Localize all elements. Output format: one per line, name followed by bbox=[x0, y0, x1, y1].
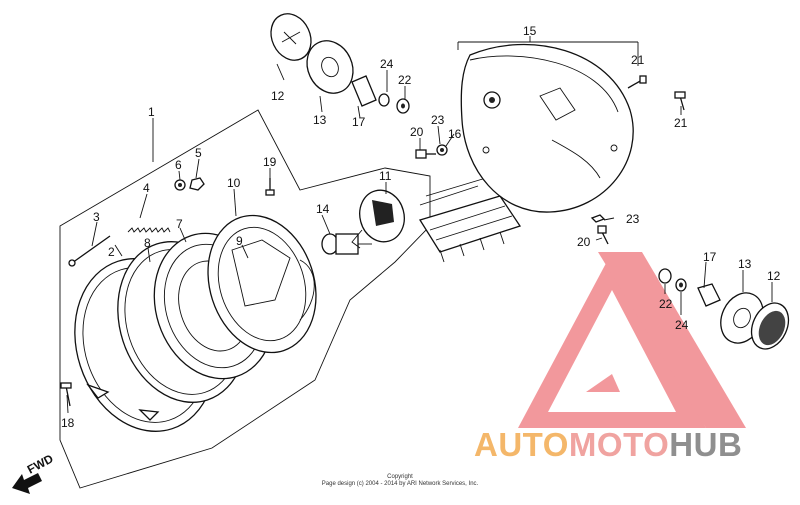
part-label-2: 2 bbox=[108, 245, 115, 259]
part-label-16: 16 bbox=[448, 127, 462, 141]
washer-24-left bbox=[378, 93, 390, 107]
part-label-13-right: 13 bbox=[738, 257, 752, 271]
part-labels: 1 2 3 4 5 6 7 8 9 10 11 12 13 14 15 16 1… bbox=[61, 24, 781, 430]
part-label-21-upper: 21 bbox=[631, 53, 645, 67]
bulb-socket-11 bbox=[351, 189, 405, 249]
bolt-19 bbox=[265, 178, 275, 196]
part-label-20-right: 20 bbox=[577, 235, 591, 249]
headlight-shell bbox=[460, 43, 634, 213]
part-label-6: 6 bbox=[175, 158, 182, 172]
washer-24-right bbox=[675, 278, 687, 292]
watermark-logo-icon bbox=[518, 252, 746, 428]
wire-connector-block bbox=[418, 177, 522, 263]
part-label-3: 3 bbox=[93, 210, 100, 224]
nut-23-left bbox=[436, 144, 448, 156]
part-label-22-right: 22 bbox=[659, 297, 673, 311]
part-label-9: 9 bbox=[236, 234, 243, 248]
part-label-11: 11 bbox=[379, 169, 392, 183]
part-label-1: 1 bbox=[148, 105, 155, 119]
bolt-21-lower bbox=[674, 91, 686, 111]
copyright-line-1: Copyright bbox=[387, 474, 413, 480]
part-label-10: 10 bbox=[227, 176, 241, 190]
part-label-12-left: 12 bbox=[271, 89, 285, 103]
part-label-7: 7 bbox=[176, 217, 183, 231]
part-label-23-left: 23 bbox=[431, 113, 445, 127]
brand-hub: HUB bbox=[669, 426, 743, 463]
part-label-21-lower: 21 bbox=[674, 116, 688, 130]
part-label-15: 15 bbox=[523, 24, 537, 38]
part-label-8: 8 bbox=[144, 236, 151, 250]
bolt-20-left bbox=[415, 149, 436, 159]
part-label-17-left: 17 bbox=[352, 115, 366, 129]
turn-signal-stay-left bbox=[351, 75, 377, 107]
part-label-23-right: 23 bbox=[626, 212, 640, 226]
part-label-17-right: 17 bbox=[703, 250, 717, 264]
turn-signal-housing-left bbox=[306, 40, 354, 94]
adjusting-spring bbox=[127, 227, 171, 233]
leader-lines bbox=[66, 36, 773, 414]
bolt-20-right bbox=[597, 225, 609, 245]
brand-moto: MOTO bbox=[568, 426, 670, 463]
part-label-24-right: 24 bbox=[675, 318, 689, 332]
part-label-4: 4 bbox=[143, 181, 150, 195]
part-label-20-left: 20 bbox=[410, 125, 424, 139]
assembly-outline bbox=[59, 109, 431, 489]
bolt-18 bbox=[60, 382, 72, 407]
turn-signal-lens-right bbox=[750, 302, 790, 350]
part-label-18: 18 bbox=[61, 416, 75, 430]
part-label-13-left: 13 bbox=[313, 113, 327, 127]
washer-6 bbox=[174, 179, 186, 191]
adjusting-screw bbox=[68, 235, 111, 267]
turn-signal-stay-right bbox=[697, 283, 721, 307]
part-label-14: 14 bbox=[316, 202, 330, 216]
part-label-19: 19 bbox=[263, 155, 277, 169]
nut-23-right bbox=[590, 214, 606, 223]
fwd-label: FWD bbox=[25, 451, 56, 476]
part-label-12-right: 12 bbox=[767, 269, 781, 283]
turn-signal-lens-left bbox=[270, 13, 312, 61]
part-label-5: 5 bbox=[195, 146, 202, 160]
nut-5 bbox=[189, 177, 205, 191]
bolt-21-upper bbox=[627, 75, 647, 89]
watermark-brand: AUTOMOTOHUB bbox=[474, 426, 742, 464]
washer-22-right bbox=[658, 268, 672, 284]
headlight-case bbox=[207, 214, 317, 354]
washer-22-left bbox=[396, 98, 410, 114]
bulb-14 bbox=[321, 233, 372, 255]
copyright-notice: Copyright Page design (c) 2004 - 2014 by… bbox=[0, 474, 800, 488]
part-label-24-left: 24 bbox=[380, 57, 394, 71]
part-label-22-left: 22 bbox=[398, 73, 412, 87]
brand-auto: AUTO bbox=[474, 426, 569, 463]
copyright-line-2: Page design (c) 2004 - 2014 by ARI Netwo… bbox=[321, 481, 479, 487]
